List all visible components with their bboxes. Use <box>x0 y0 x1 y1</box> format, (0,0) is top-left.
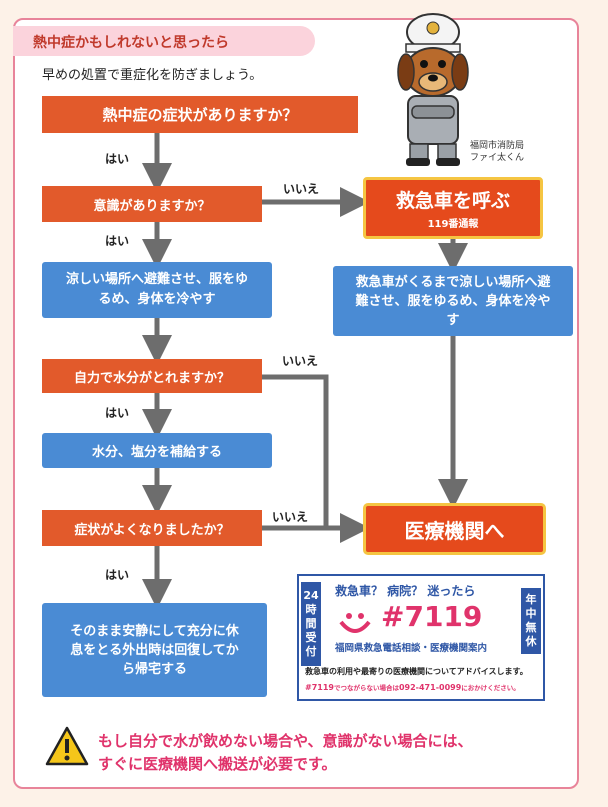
hotline-panel: 24時間受付 年中無休 救急車？ 病院？ 迷ったら #7119 福岡県救急電話相… <box>297 574 545 701</box>
label-yes-4: はい <box>105 568 130 582</box>
hotline-alt-suffix: におかけください。 <box>461 684 520 692</box>
label-no-3: いいえ <box>272 510 309 524</box>
a3-rest: そのまま安静にして充分に休息をとる外出時は回復してから帰宅する <box>42 603 267 697</box>
mascot-caption-line2: ファイ太くん <box>470 153 525 163</box>
hotline-number: #7119 <box>381 600 483 633</box>
warning-text: もし自分で水が飲めない場合や、意識がない場合には、 すぐに医療機関へ搬送が必要で… <box>98 730 473 776</box>
warning-line1: もし自分で水が飲めない場合や、意識がない場合には、 <box>98 732 473 750</box>
mascot-caption: 福岡市消防局 ファイ太くん <box>470 140 524 164</box>
hotline-advice: 救急車の利用や最寄りの医療機関についてアドバイスします。 <box>305 667 528 676</box>
hotline-alt-prefix: #7119 <box>305 683 334 692</box>
warning-icon <box>45 726 89 766</box>
q4-improved: 症状がよくなりましたか？ <box>42 510 262 546</box>
warning-line2: すぐに医療機関へ搬送が必要です。 <box>98 755 337 773</box>
label-yes-2: はい <box>105 234 130 248</box>
label-no-2: いいえ <box>282 354 319 368</box>
subtitle: 早めの処置で重症化を防ぎましょう。 <box>42 68 263 83</box>
emergency-sub: 119番通報 <box>427 219 479 230</box>
smiley-phone-icon <box>339 613 371 633</box>
hotline-question: 救急車？ 病院？ 迷ったら <box>335 584 476 598</box>
hotline-alt-middle: でつながらない場合は <box>333 684 399 692</box>
medical-institution: 医療機関へ <box>363 503 546 555</box>
label-no-1: いいえ <box>283 182 320 196</box>
emergency-action: 救急車がくるまで涼しい場所へ避難させ、服をゆるめ、身体を冷やす <box>333 266 573 336</box>
q2-conscious: 意識がありますか？ <box>42 186 262 222</box>
a2-hydrate: 水分、塩分を補給する <box>42 433 272 468</box>
line-q3-no <box>262 374 329 528</box>
hotline-all-year: 年中無休 <box>521 588 541 654</box>
hotline-service: 福岡県救急電話相談・医療機関案内 <box>335 643 488 654</box>
label-yes-1: はい <box>105 152 130 166</box>
a1-cool-down: 涼しい場所へ避難させ、服をゆるめ、身体を冷やす <box>42 262 272 318</box>
hotline-alt: #7119でつながらない場合は092-471-0099におかけください。 <box>305 682 520 692</box>
hotline-alt-number: 092-471-0099 <box>398 683 462 692</box>
emergency-call: 救急車を呼ぶ 119番通報 <box>363 177 543 239</box>
label-yes-3: はい <box>105 406 130 420</box>
section-title: 熱中症かもしれないと思ったら <box>13 26 315 56</box>
q1-symptoms: 熱中症の症状がありますか？ <box>42 96 358 133</box>
q3-drink: 自力で水分がとれますか？ <box>42 359 262 393</box>
mascot-caption-line1: 福岡市消防局 <box>470 141 525 151</box>
mascot-dog-icon <box>397 13 469 166</box>
emergency-title: 救急車を呼ぶ <box>395 190 510 212</box>
hotline-24h: 24時間受付 <box>301 582 321 666</box>
